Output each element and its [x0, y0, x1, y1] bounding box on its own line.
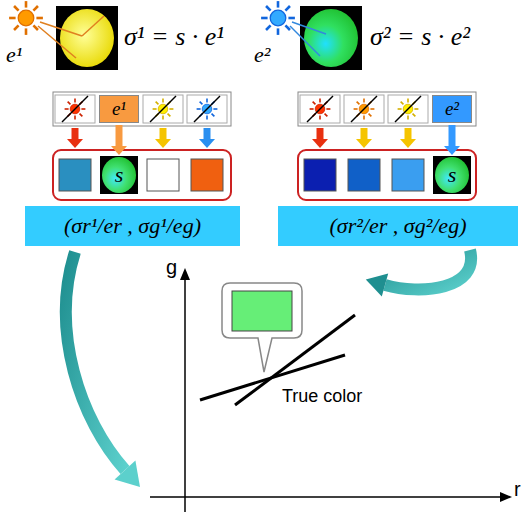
object-patch: s	[100, 156, 138, 194]
symbol-text: s	[115, 162, 124, 188]
true-color-patch	[232, 291, 292, 331]
ratio-formula: (σr²/er , σg²/eg)	[330, 213, 467, 239]
illuminant-cell	[187, 95, 227, 123]
illuminant-cell: e¹	[99, 95, 139, 123]
g-axis	[184, 278, 186, 512]
cross-out	[194, 96, 220, 122]
axis-head	[500, 492, 512, 502]
ratio-band: (σr¹/er , σg¹/eg)	[25, 206, 240, 246]
light-ray	[82, 16, 104, 36]
light-source	[9, 1, 43, 35]
symbol-text: s	[448, 162, 457, 188]
illuminant-cell: e²	[432, 95, 472, 123]
object-ground	[56, 6, 118, 70]
color-patch	[348, 159, 380, 191]
axis-label: g	[166, 256, 177, 279]
cross-out	[307, 96, 333, 122]
formula: σ² = s · e²	[370, 22, 470, 52]
r-axis	[150, 496, 500, 498]
light-ray	[290, 26, 320, 56]
arrow-head	[366, 274, 388, 297]
color-patch	[392, 159, 424, 191]
cross-out	[62, 96, 88, 122]
curved-arrow	[385, 250, 471, 289]
cross-out	[351, 96, 377, 122]
color-patch	[191, 159, 223, 191]
illuminant-row	[53, 92, 231, 126]
observation-group	[298, 150, 476, 200]
axis-label: r	[514, 478, 521, 501]
color-patch	[304, 159, 336, 191]
cross-out	[395, 96, 421, 122]
illuminant-symbol: e¹	[6, 42, 22, 68]
color-patch	[59, 159, 91, 191]
illuminant-cell	[388, 95, 428, 123]
axis-head	[180, 268, 190, 280]
light-source	[261, 1, 295, 35]
light-ray	[38, 26, 76, 58]
ratio-band: (σr²/er , σg²/eg)	[278, 206, 518, 246]
object-patch: s	[433, 156, 471, 194]
connector-arrow	[111, 125, 127, 155]
observation-group	[53, 150, 231, 200]
curved-arrow	[66, 252, 125, 470]
green-object	[304, 9, 358, 67]
object-ground	[300, 6, 362, 70]
symbol-text: e¹	[112, 98, 126, 120]
illuminant-cell	[143, 95, 183, 123]
illuminant-row	[298, 92, 476, 126]
color-patch	[147, 159, 179, 191]
formula: σ¹ = s · e¹	[124, 22, 224, 52]
callout-bubble	[222, 283, 302, 372]
symbol-text: e²	[445, 98, 459, 120]
cross-out	[150, 96, 176, 122]
illuminant-cell	[55, 95, 95, 123]
illuminant-symbol: e²	[254, 42, 270, 68]
illuminant-cell	[344, 95, 384, 123]
arrow-head	[115, 461, 140, 487]
point-label: True color	[282, 386, 362, 407]
yellow-object	[60, 9, 114, 67]
ratio-formula: (σr¹/er , σg¹/eg)	[64, 213, 201, 239]
connector-arrow	[444, 125, 460, 155]
illuminant-cell	[300, 95, 340, 123]
